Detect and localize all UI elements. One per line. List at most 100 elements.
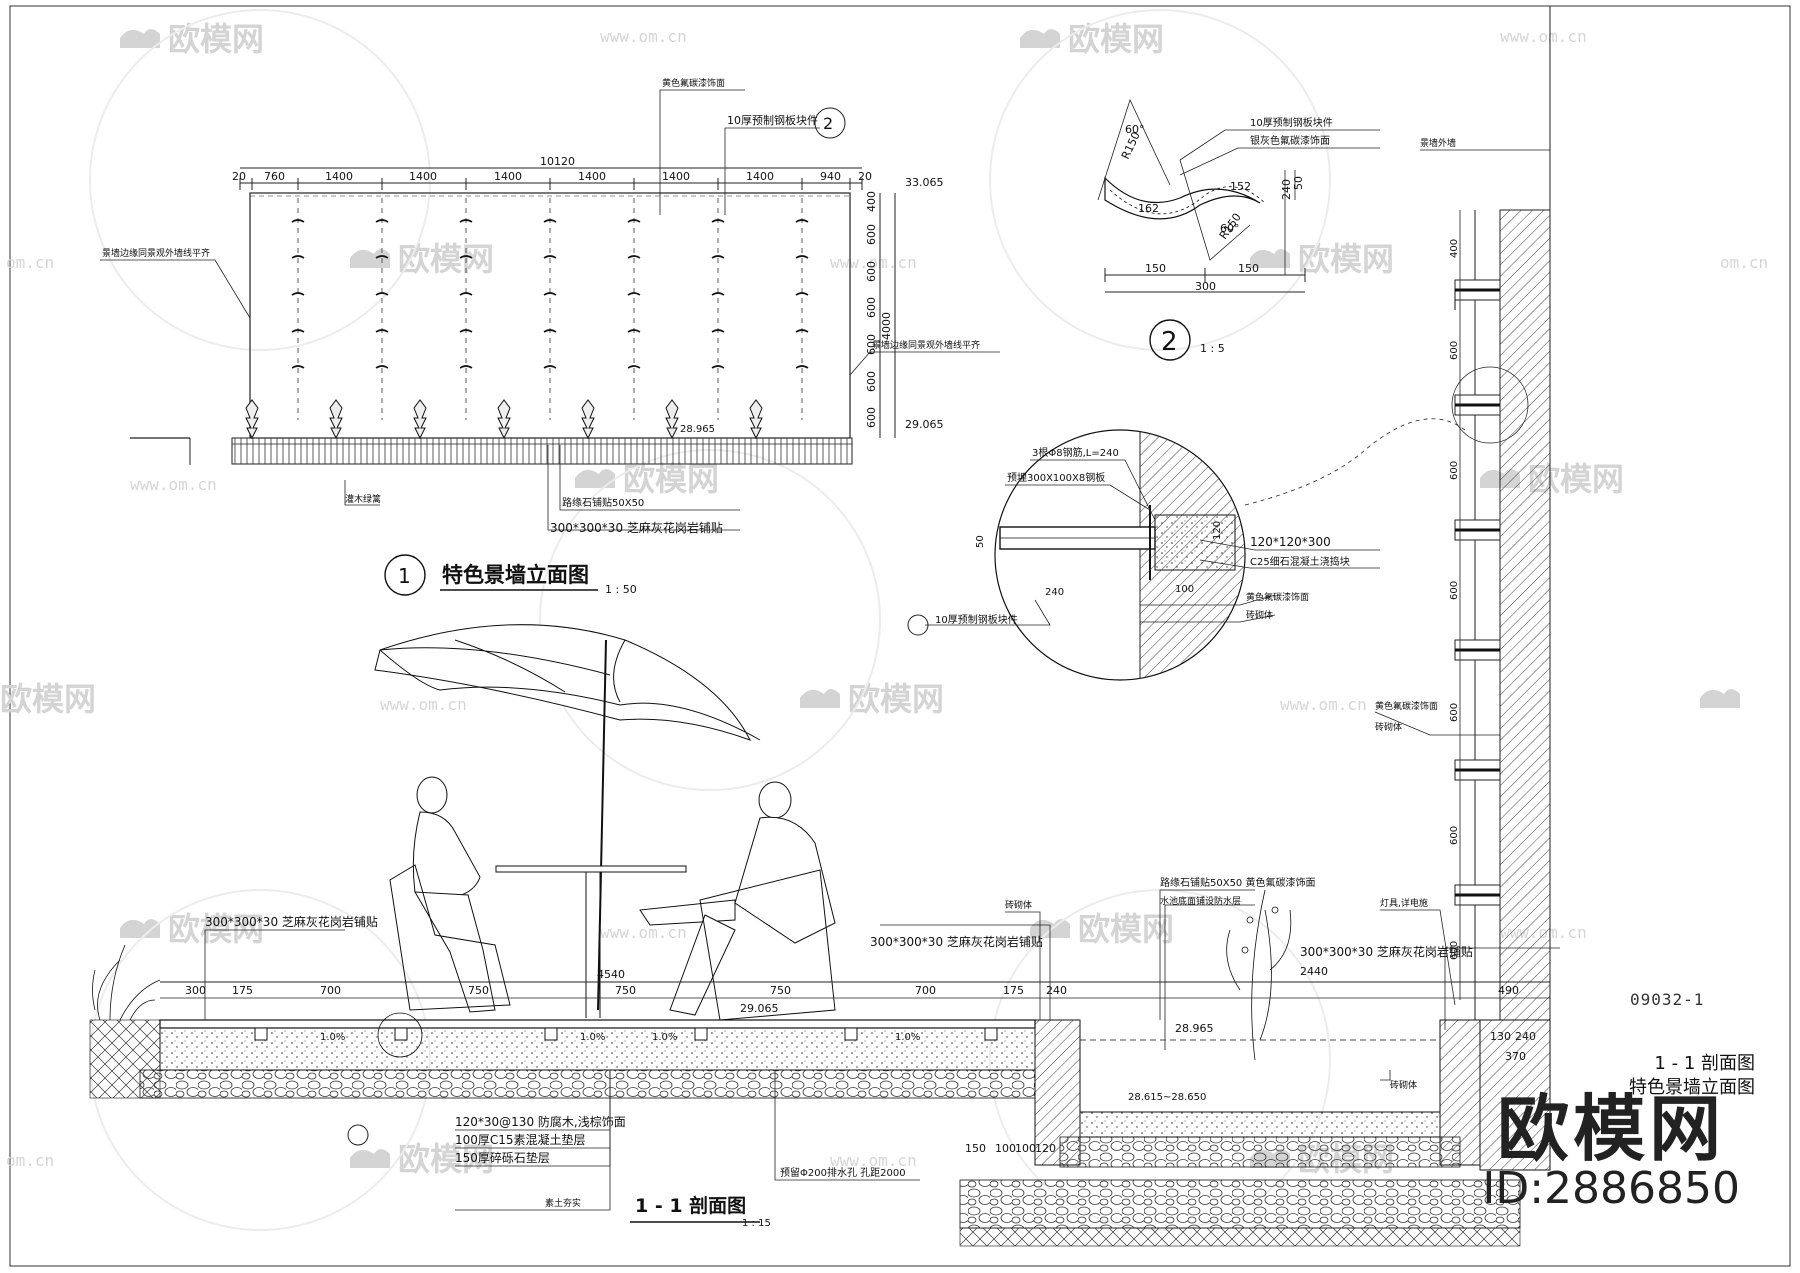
svg-text:欧模网: 欧模网 — [1298, 240, 1394, 278]
detail-2-drawing: 150 300 150 152 50 240 162 R150 R150 60°… — [1097, 98, 1380, 361]
svg-text:1.0%: 1.0% — [652, 1032, 677, 1043]
svg-text:600: 600 — [865, 371, 878, 392]
note-paving-right: 300*300*30 芝麻灰花岗岩铺贴 — [1300, 944, 1473, 959]
watermark-id: ID:2886850 — [1482, 1162, 1740, 1214]
wall-fins — [1454, 279, 1501, 906]
svg-text:240: 240 — [1280, 179, 1293, 200]
level-deck: 29.065 — [740, 1002, 779, 1015]
section-dims: 300 175 700 750 4540 750 750 700 175 240… — [185, 965, 1536, 1155]
svg-text:130: 130 — [1490, 1030, 1511, 1043]
note-drain: 预留Φ200排水孔 孔距2000 — [780, 1166, 906, 1179]
svg-text:欧模网: 欧模网 — [168, 20, 264, 58]
svg-text:240: 240 — [1515, 1030, 1536, 1043]
watermark-tile: 欧模网 — [800, 680, 944, 718]
svg-text:1400: 1400 — [662, 170, 690, 183]
watermark-tile: 欧模网 — [0, 680, 96, 718]
svg-text:1.0%: 1.0% — [895, 1032, 920, 1043]
svg-text:240: 240 — [1046, 984, 1067, 997]
svg-text:100: 100 — [1015, 1142, 1036, 1155]
note-planting: 灌木绿篱 — [345, 493, 381, 505]
svg-text:400: 400 — [1449, 239, 1460, 258]
slopes: 1.0% 1.0% 1.0% 1.0% — [320, 1032, 920, 1043]
svg-text:欧模网: 欧模网 — [0, 680, 96, 718]
note-brick: 砖砌体 — [1246, 609, 1273, 621]
svg-text:www.om.cn: www.om.cn — [600, 923, 687, 942]
note-concrete: C25细石混凝土浇捣块 — [1250, 555, 1350, 568]
watermark-tile: 欧模网 — [350, 240, 494, 278]
wall-top-label: 景墙外墙 — [1420, 137, 1456, 149]
svg-text:600: 600 — [865, 261, 878, 282]
section-callout — [347, 1124, 369, 1146]
svg-text:1400: 1400 — [409, 170, 437, 183]
svg-text:100: 100 — [1175, 584, 1194, 595]
watermark-tile: 欧模网 — [120, 910, 264, 948]
svg-text:欧模网: 欧模网 — [398, 240, 494, 278]
deck-pedestals — [254, 1027, 998, 1041]
svg-text:1400: 1400 — [578, 170, 606, 183]
svg-text:750: 750 — [468, 984, 489, 997]
connection-callout: 10厚预制钢板块件 — [935, 613, 1018, 626]
svg-text:120: 120 — [1212, 521, 1223, 540]
level-ground: 28.965 — [680, 424, 715, 435]
note-layer-3: 150厚碎砾石垫层 — [455, 1150, 550, 1165]
note-rebar: 3根Φ8钢筋,L=240 — [1032, 446, 1119, 459]
umbrella — [374, 624, 761, 1011]
watermark-tile: 欧模网 — [1250, 240, 1394, 278]
title-block-line1: 1 - 1 剖面图 — [1654, 1053, 1755, 1074]
svg-text:700: 700 — [320, 984, 341, 997]
svg-text:600: 600 — [1449, 581, 1460, 600]
svg-text:2: 2 — [823, 114, 833, 133]
svg-text:www.om.cn: www.om.cn — [830, 1151, 917, 1170]
svg-text:150: 150 — [1145, 262, 1166, 275]
detail-2-note-silver: 银灰色氟碳漆饰面 — [1250, 134, 1330, 147]
elevation-title: 特色景墙立面图 — [442, 563, 589, 587]
watermark-tile — [1700, 689, 1740, 708]
plant-pool — [1226, 889, 1292, 1061]
svg-text:152: 152 — [1230, 180, 1251, 193]
detail-2-scale: 1 : 5 — [1200, 342, 1225, 355]
elevation-scale: 1 : 50 — [605, 583, 637, 596]
note-gold-surface: 黄色氟碳漆饰面 — [662, 77, 725, 89]
svg-text:600: 600 — [1449, 941, 1460, 960]
note-layer-1: 120*30@130 防腐木,浅棕饰面 — [455, 1114, 626, 1129]
drawing-code: 09032-1 — [1630, 990, 1705, 1009]
svg-text:600: 600 — [1449, 703, 1460, 722]
svg-text:www.om.cn: www.om.cn — [1280, 695, 1367, 714]
level-bottom: 29.065 — [905, 418, 944, 431]
note-paving-mid: 300*300*30 芝麻灰花岗岩铺贴 — [870, 934, 1043, 949]
svg-text:1400: 1400 — [746, 170, 774, 183]
note-layer-2: 100厚C15素混凝土垫层 — [455, 1132, 586, 1147]
watermark-tile: 欧模网 — [1020, 20, 1164, 58]
svg-text:600: 600 — [1449, 461, 1460, 480]
svg-text:1400: 1400 — [494, 170, 522, 183]
svg-text:www.om.cn: www.om.cn — [1500, 27, 1587, 46]
svg-text:940: 940 — [820, 170, 841, 183]
plant-left — [92, 944, 161, 1021]
svg-text:300: 300 — [1195, 280, 1216, 293]
note-embed-plate: 预埋300X100X8钢板 — [1007, 471, 1105, 484]
note-gold-surface-2: 黄色氟碳漆饰面 — [1246, 591, 1309, 603]
svg-text:50: 50 — [1292, 176, 1305, 190]
svg-text:120: 120 — [1035, 1142, 1056, 1155]
elevation-drawing: 10120 20 760 1400 1400 1400 1400 1400 14… — [100, 77, 1000, 596]
svg-text:760: 760 — [264, 170, 285, 183]
svg-text:750: 750 — [615, 984, 636, 997]
title-block-line2: 特色景墙立面图 — [1629, 1077, 1755, 1098]
wall-dims: 400 600 600 600 600 600 600 — [1449, 239, 1460, 960]
svg-text:1400: 1400 — [325, 170, 353, 183]
detail-2-number: 2 — [1161, 327, 1178, 357]
svg-text:20: 20 — [858, 170, 872, 183]
watermark-stamp: 欧模网 ID:2886850 — [1482, 1093, 1740, 1213]
svg-text:50: 50 — [975, 535, 986, 548]
svg-text:欧模网: 欧模网 — [1078, 910, 1174, 948]
level-coping: 28.965 — [1175, 1022, 1214, 1035]
svg-text:150: 150 — [965, 1142, 986, 1155]
section-title: 1 - 1 剖面图 — [635, 1194, 746, 1217]
note-brick-left: 砖砌体 — [1005, 899, 1032, 911]
svg-text:750: 750 — [770, 984, 791, 997]
svg-text:600: 600 — [865, 334, 878, 355]
detail-callout-2 — [814, 107, 846, 139]
svg-text:om.cn: om.cn — [6, 1151, 54, 1170]
dim-total-width: 10120 — [540, 155, 575, 168]
watermark-tile: 欧模网 — [575, 460, 719, 498]
